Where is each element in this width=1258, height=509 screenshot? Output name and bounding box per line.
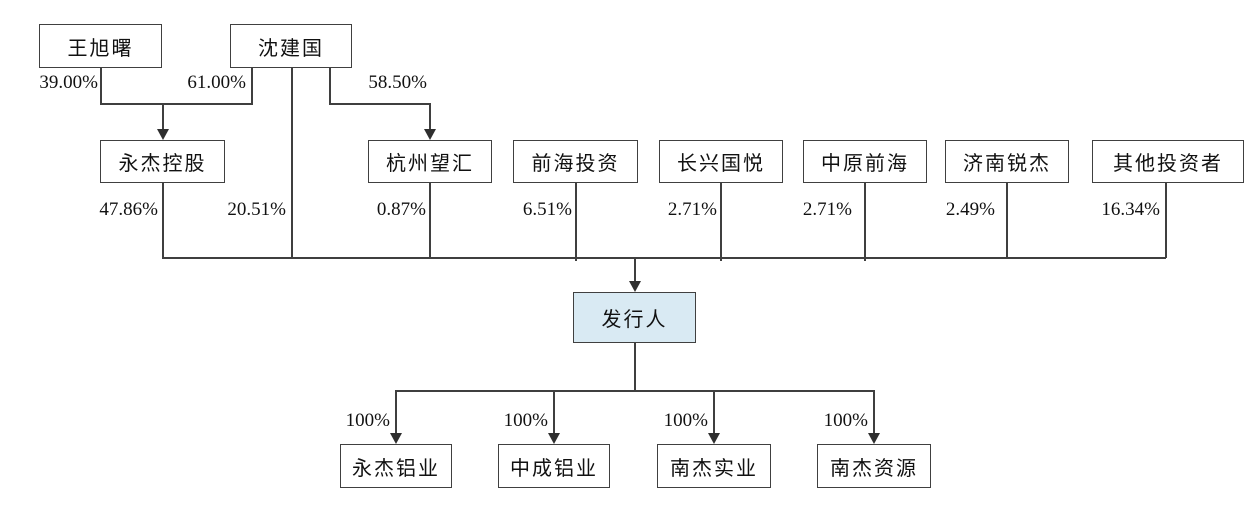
- node-jinan-ruijie: 济南锐杰: [945, 140, 1069, 183]
- connector-qianhai-down: [575, 183, 577, 261]
- node-yongjie-aluminum: 永杰铝业: [340, 444, 452, 488]
- connector-shen-right-down: [329, 68, 331, 104]
- edge-label-qianhai-to-issuer: 6.51%: [522, 199, 572, 220]
- connector-merge-horizontal: [100, 103, 253, 105]
- edge-label-holding-to-issuer: 47.86%: [99, 199, 158, 220]
- connector-into-zhongcheng-aluminum: [553, 390, 555, 433]
- connector-shen-left-down: [251, 68, 253, 104]
- connector-into-yongjie-aluminum: [395, 390, 397, 433]
- edge-label-shen-to-issuer: 20.51%: [227, 199, 286, 220]
- edge-label-issuer-to-zhongcheng-aluminum: 100%: [503, 410, 548, 431]
- arrow-down-icon: [708, 433, 720, 444]
- arrow-down-icon: [629, 281, 641, 292]
- node-qianhai-investment: 前海投资: [513, 140, 638, 183]
- connector-holding-down: [162, 183, 164, 258]
- connector-into-issuer: [634, 257, 636, 282]
- edge-label-zhongyuan-to-issuer: 2.71%: [802, 199, 852, 220]
- node-hangzhou-wanghui: 杭州望汇: [368, 140, 492, 183]
- connector-zhongyuan-down: [864, 183, 866, 261]
- connector-into-holding: [162, 103, 164, 130]
- arrow-down-icon: [424, 129, 436, 140]
- edge-label-issuer-to-nanjie-industrial: 100%: [663, 410, 708, 431]
- connector-into-nanjie-resources: [873, 390, 875, 433]
- edge-label-shen-to-holding: 61.00%: [187, 72, 246, 93]
- connector-subsidiary-bus: [396, 390, 875, 392]
- edge-label-issuer-to-yongjie-aluminum: 100%: [345, 410, 390, 431]
- connector-changxing-down: [720, 183, 722, 261]
- node-wang-xushu: 王旭曙: [39, 24, 162, 68]
- connector-jinan-down: [1006, 183, 1008, 258]
- edge-label-wang-to-holding: 39.00%: [39, 72, 98, 93]
- arrow-down-icon: [548, 433, 560, 444]
- connector-shen-right-horizontal: [329, 103, 430, 105]
- connector-into-wanghui: [429, 103, 431, 130]
- node-nanjie-resources: 南杰资源: [817, 444, 931, 488]
- connector-others-down: [1165, 183, 1167, 258]
- arrow-down-icon: [868, 433, 880, 444]
- node-zhongcheng-aluminum: 中成铝业: [498, 444, 610, 488]
- edge-label-others-to-issuer: 16.34%: [1101, 199, 1160, 220]
- edge-label-wanghui-to-issuer: 0.87%: [376, 199, 426, 220]
- node-nanjie-industrial: 南杰实业: [657, 444, 771, 488]
- edge-label-issuer-to-nanjie-resources: 100%: [823, 410, 868, 431]
- connector-into-nanjie-industrial: [713, 390, 715, 433]
- connector-wanghui-down: [429, 183, 431, 258]
- arrow-down-icon: [157, 129, 169, 140]
- node-yongjie-holding: 永杰控股: [100, 140, 225, 183]
- connector-wang-down: [100, 68, 102, 104]
- node-changxing-guoyue: 长兴国悦: [659, 140, 783, 183]
- node-zhongyuan-qianhai: 中原前海: [803, 140, 927, 183]
- connector-shen-direct-down: [291, 68, 293, 258]
- arrow-down-icon: [390, 433, 402, 444]
- node-issuer: 发行人: [573, 292, 696, 343]
- node-shen-jianguo: 沈建国: [230, 24, 352, 68]
- node-other-investors: 其他投资者: [1092, 140, 1244, 183]
- connector-main-bus: [162, 257, 1166, 259]
- edge-label-shen-to-wanghui: 58.50%: [368, 72, 427, 93]
- edge-label-jinan-to-issuer: 2.49%: [945, 199, 995, 220]
- connector-issuer-down: [634, 343, 636, 390]
- edge-label-changxing-to-issuer: 2.71%: [667, 199, 717, 220]
